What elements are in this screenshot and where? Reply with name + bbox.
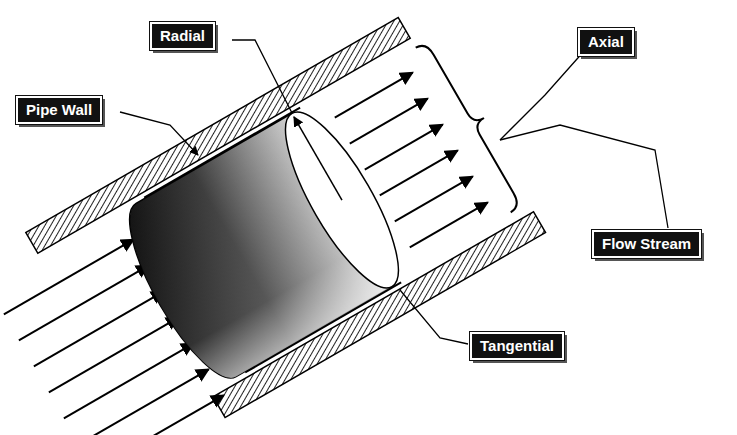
label-box: Pipe Wall bbox=[16, 96, 102, 124]
label-box: Radial bbox=[150, 22, 215, 50]
label-box: Axial bbox=[578, 28, 634, 56]
label-text: Radial bbox=[160, 27, 205, 45]
label-box: Tangential bbox=[470, 332, 564, 360]
outflow-arrows bbox=[335, 73, 488, 248]
radial-arrow bbox=[294, 117, 342, 200]
label-box: Flow Stream bbox=[592, 230, 701, 258]
flow-brace bbox=[416, 36, 532, 213]
cylinder-face bbox=[266, 98, 418, 301]
label-text: Tangential bbox=[480, 337, 554, 355]
label-text: Axial bbox=[588, 33, 624, 51]
label-text: Pipe Wall bbox=[26, 101, 92, 119]
label-text: Flow Stream bbox=[602, 235, 691, 253]
pipe-section bbox=[0, 5, 549, 435]
leader-lines bbox=[120, 40, 668, 344]
